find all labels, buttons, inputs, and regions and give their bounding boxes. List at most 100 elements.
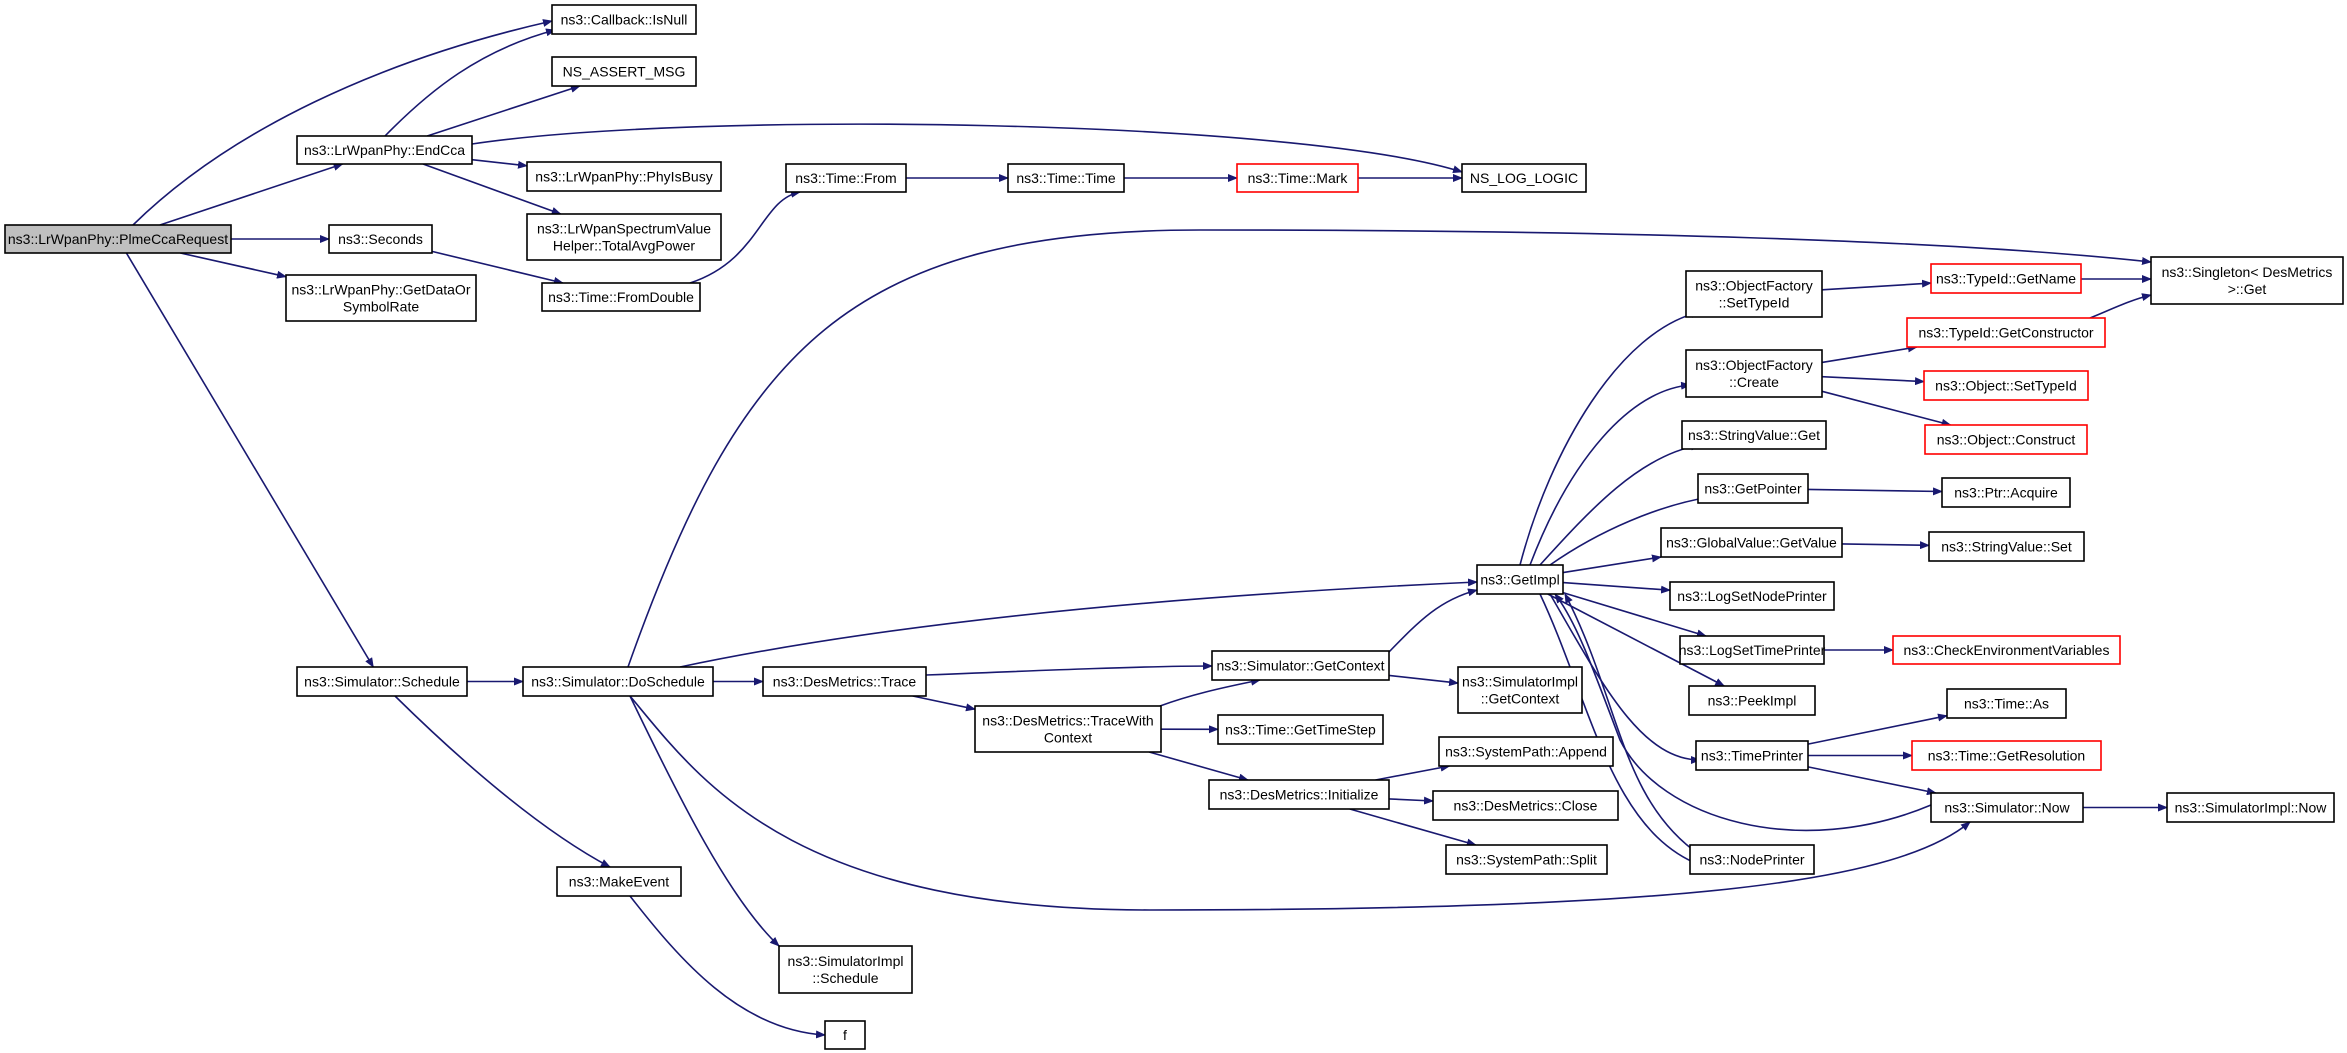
node-label: ns3::TypeId::GetConstructor [1918, 325, 2093, 341]
node-label: ns3::StringValue::Set [1941, 539, 2072, 555]
node-label: ns3::CheckEnvironmentVariables [1904, 642, 2110, 658]
node-getname[interactable]: ns3::TypeId::GetName [1930, 263, 2082, 294]
edge-arrow [629, 695, 780, 947]
node-close[interactable]: ns3::DesMetrics::Close [1432, 790, 1619, 821]
node-nodeprinter[interactable]: ns3::NodePrinter [1689, 844, 1815, 875]
node-label: Context [1044, 730, 1092, 746]
node-singleton[interactable]: ns3::Singleton< DesMetrics>::Get [2150, 256, 2344, 305]
edge-root-to-getdata [180, 252, 287, 279]
node-label: ns3::GetPointer [1704, 481, 1802, 497]
node-box [1217, 714, 1384, 745]
node-logtime[interactable]: ns3::LogSetTimePrinter [1679, 635, 1826, 665]
node-label: ns3::SimulatorImpl [1462, 674, 1578, 690]
edge-create-to-objconstruct [1821, 390, 1952, 427]
node-timeprinter[interactable]: ns3::TimePrinter [1695, 740, 1809, 771]
node-peekimpl[interactable]: ns3::PeekImpl [1688, 685, 1816, 716]
node-label: ns3::Simulator::Schedule [304, 674, 460, 690]
node-objsettypeid[interactable]: ns3::Object::SetTypeId [1923, 370, 2089, 401]
node-box [526, 161, 722, 192]
node-ptracquire[interactable]: ns3::Ptr::Acquire [1941, 477, 2071, 508]
edge-arrow [426, 85, 581, 137]
edge-dosched-to-singleton [627, 229, 2152, 668]
node-timeas[interactable]: ns3::Time::As [1946, 688, 2067, 719]
node-label: ns3::DesMetrics::Trace [773, 674, 917, 690]
node-label: ::SetTypeId [1719, 295, 1790, 311]
node-getimpl[interactable]: ns3::GetImpl [1476, 564, 1564, 595]
node-dosched[interactable]: ns3::Simulator::DoSchedule [522, 666, 714, 697]
node-label: ns3::Time::As [1964, 696, 2049, 712]
node-append[interactable]: ns3::SystemPath::Append [1438, 736, 1614, 767]
node-label: ns3::Object::Construct [1937, 432, 2076, 448]
node-implnow[interactable]: ns3::SimulatorImpl::Now [2166, 792, 2335, 823]
node-implsched[interactable]: ns3::SimulatorImpl::Schedule [778, 945, 913, 994]
node-label: ns3::MakeEvent [569, 874, 669, 890]
node-box [1924, 424, 2088, 455]
node-box [762, 666, 927, 697]
node-isnull[interactable]: ns3::Callback::IsNull [551, 4, 697, 35]
node-init[interactable]: ns3::DesMetrics::Initialize [1208, 779, 1390, 810]
node-sched[interactable]: ns3::Simulator::Schedule [296, 666, 468, 697]
edge-arrow [629, 695, 1971, 911]
node-strset[interactable]: ns3::StringValue::Set [1928, 531, 2085, 562]
edge-getpointer-to-ptracquire [1807, 487, 1943, 496]
node-label: ns3::Time::Mark [1248, 170, 1349, 186]
node-assert[interactable]: NS_ASSERT_MSG [551, 56, 697, 87]
edge-arrow [1562, 581, 1671, 594]
node-label: NS_ASSERT_MSG [563, 64, 686, 80]
node-box [1930, 263, 2082, 294]
node-label: ns3::SimulatorImpl::Now [2175, 800, 2328, 816]
node-f[interactable]: f [824, 1020, 866, 1050]
edge-endcca-to-assert [426, 85, 581, 137]
edge-arrow [1159, 677, 1261, 707]
node-simnow[interactable]: ns3::Simulator::Now [1930, 792, 2084, 823]
node-endcca[interactable]: ns3::LrWpanPhy::EndCca [296, 135, 473, 165]
node-box [541, 282, 701, 312]
node-makeevent[interactable]: ns3::MakeEvent [556, 866, 682, 897]
node-getpointer[interactable]: ns3::GetPointer [1697, 473, 1809, 504]
node-totalavg[interactable]: ns3::LrWpanSpectrumValueHelper::TotalAvg… [526, 213, 722, 261]
node-timemark[interactable]: ns3::Time::Mark [1236, 163, 1359, 193]
node-gettimestep[interactable]: ns3::Time::GetTimeStep [1217, 714, 1384, 745]
node-settypeid[interactable]: ns3::ObjectFactory::SetTypeId [1685, 270, 1823, 318]
node-loglogic[interactable]: NS_LOG_LOGIC [1461, 163, 1587, 193]
node-lognode[interactable]: ns3::LogSetNodePrinter [1669, 581, 1835, 611]
node-box [551, 56, 697, 87]
edge-getimpl-to-getpointer [1549, 494, 1711, 566]
edge-trace-to-getctx [925, 662, 1213, 676]
node-strget[interactable]: ns3::StringValue::Get [1681, 420, 1827, 450]
node-implgetctx[interactable]: ns3::SimulatorImpl::GetContext [1457, 666, 1583, 714]
edge-dosched-to-implsched [629, 695, 780, 947]
node-checkenv[interactable]: ns3::CheckEnvironmentVariables [1892, 635, 2121, 665]
node-globalget[interactable]: ns3::GlobalValue::GetValue [1660, 527, 1843, 558]
node-box [556, 866, 682, 897]
node-getconstructor[interactable]: ns3::TypeId::GetConstructor [1906, 317, 2106, 348]
node-label: ns3::LrWpanPhy::GetDataOr [292, 282, 471, 298]
edge-arrow [1388, 588, 1478, 653]
node-label: Helper::TotalAvgPower [553, 238, 695, 254]
node-create[interactable]: ns3::ObjectFactory::Create [1685, 349, 1823, 398]
node-label: ns3::SystemPath::Split [1456, 852, 1597, 868]
node-box [1923, 370, 2089, 401]
node-split[interactable]: ns3::SystemPath::Split [1445, 844, 1608, 875]
node-getctx[interactable]: ns3::Simulator::GetContext [1211, 650, 1390, 681]
node-label: ns3::GlobalValue::GetValue [1666, 535, 1837, 551]
edge-makeevent-to-f [629, 895, 826, 1039]
node-box [296, 135, 473, 165]
edge-arrow [912, 695, 976, 712]
node-seconds[interactable]: ns3::Seconds [328, 224, 433, 254]
edge-endcca-to-totalavg [422, 163, 562, 215]
node-box [1007, 163, 1125, 193]
edge-create-to-getconstructor [1821, 344, 1918, 364]
edge-fromdouble-to-timefrom [689, 189, 801, 284]
node-trace[interactable]: ns3::DesMetrics::Trace [762, 666, 927, 697]
node-fromdouble[interactable]: ns3::Time::FromDouble [541, 282, 701, 312]
node-objconstruct[interactable]: ns3::Object::Construct [1924, 424, 2088, 455]
node-timetime[interactable]: ns3::Time::Time [1007, 163, 1125, 193]
nodes-layer: ns3::LrWpanPhy::PlmeCcaRequestns3::Callb… [4, 4, 2344, 1050]
node-physbusy[interactable]: ns3::LrWpanPhy::PhyIsBusy [526, 161, 722, 192]
node-getres[interactable]: ns3::Time::GetResolution [1911, 740, 2102, 771]
node-timefrom[interactable]: ns3::Time::From [785, 163, 907, 193]
edge-sched-to-makeevent [394, 695, 611, 868]
